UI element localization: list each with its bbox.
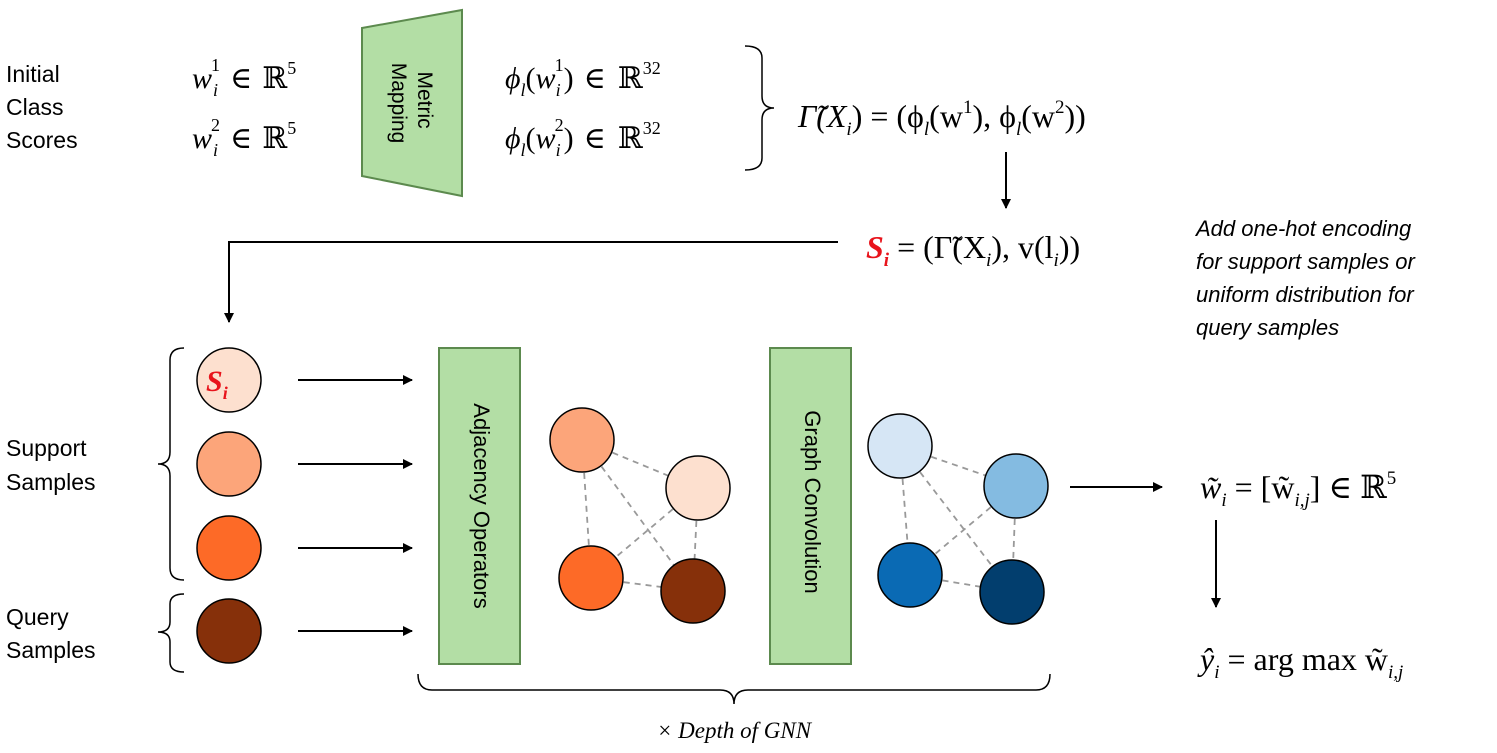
orange-graph-node-2 [665,455,731,521]
query-samples-label: Query Samples [6,604,95,663]
orange-graph-node-4 [660,558,726,624]
encoding-annotation: Add one-hot encoding for support samples… [1194,216,1421,340]
query-node [196,598,262,664]
metric-mapping-label: Metric Mapping [387,63,436,144]
phi-group-brace [744,45,775,171]
support-node-2 [196,431,262,497]
y-hat-equation: ŷi= arg max w̃i,j [1197,641,1403,683]
blue-graph-node-1 [867,413,933,479]
query-brace [157,593,185,673]
support-node-3 [196,515,262,581]
adjacency-operators-block [438,347,521,665]
depth-brace [417,673,1051,705]
arrow-s-to-node [224,241,838,323]
support-brace [157,347,185,581]
support-node-1 [196,347,262,413]
s-equation: Si= (Γ̃(Xi), v(li)) [866,229,1080,271]
support-samples-label: Support Samples [6,435,95,495]
gamma-equation: Γ̃(Xi) = (ϕl(w1), ϕl(w2)) [797,97,1086,140]
initial-class-scores-label: Initial Class Scores [6,61,78,153]
w1-equation: wi1∈ℝ5 [192,55,296,100]
phi2-equation: ϕl(wi2)∈ℝ32 [505,115,661,160]
graph-convolution-label: Graph Convolution [800,410,825,593]
depth-label: × Depth of GNN [657,718,813,743]
graph-convolution-block [769,347,852,665]
metric-mapping-block [361,8,463,198]
blue-graph-node-2 [983,453,1049,519]
blue-graph-node-4 [979,559,1045,625]
orange-graph-node-3 [558,545,624,611]
s-node-label: Si [206,365,228,403]
orange-graph-node-1 [549,407,615,473]
blue-graph-node-3 [877,542,943,608]
w2-equation: wi2∈ℝ5 [192,115,296,160]
w-tilde-equation: w̃i= [w̃i,j] ∈ ℝ5 [1200,468,1396,511]
phi1-equation: ϕl(wi1)∈ℝ32 [505,55,661,100]
adjacency-operators-label: Adjacency Operators [469,403,494,608]
